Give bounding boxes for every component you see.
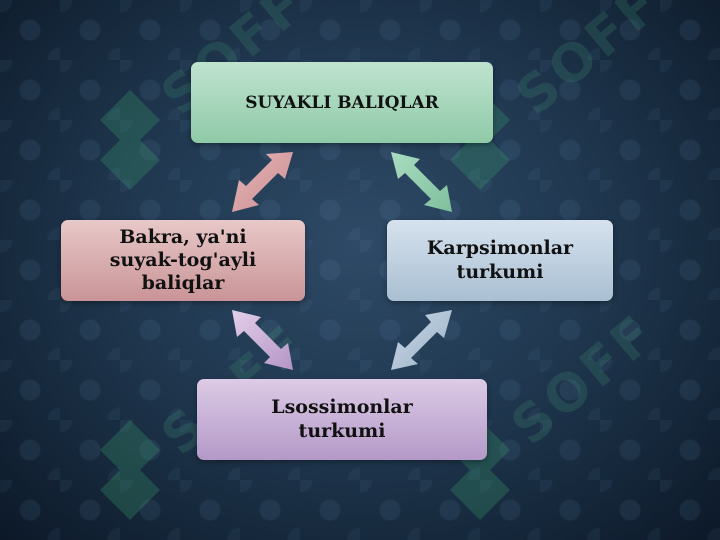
node-karpsimonlar-turkumi: Karpsimonlar turkumi <box>387 220 613 301</box>
node-losossimonlar-turkumi: Lsossimonlar turkumi <box>197 379 487 460</box>
node-suyak-togayli-baliqlar: Bakra, ya'ni suyak-tog'ayli baliqlar <box>61 220 305 301</box>
arrow-top-left <box>232 152 293 212</box>
node-label: SUYAKLI BALIQLAR <box>245 92 439 113</box>
node-label: Lsossimonlar turkumi <box>271 395 413 442</box>
node-label: Karpsimonlar turkumi <box>426 236 574 283</box>
node-suyakli-baliqlar: SUYAKLI BALIQLAR <box>191 62 493 143</box>
arrow-top-right <box>391 152 452 212</box>
arrow-bottom-right <box>391 310 452 370</box>
arrow-bottom-left <box>232 310 293 370</box>
node-label: Bakra, ya'ni suyak-tog'ayli baliqlar <box>109 226 257 294</box>
